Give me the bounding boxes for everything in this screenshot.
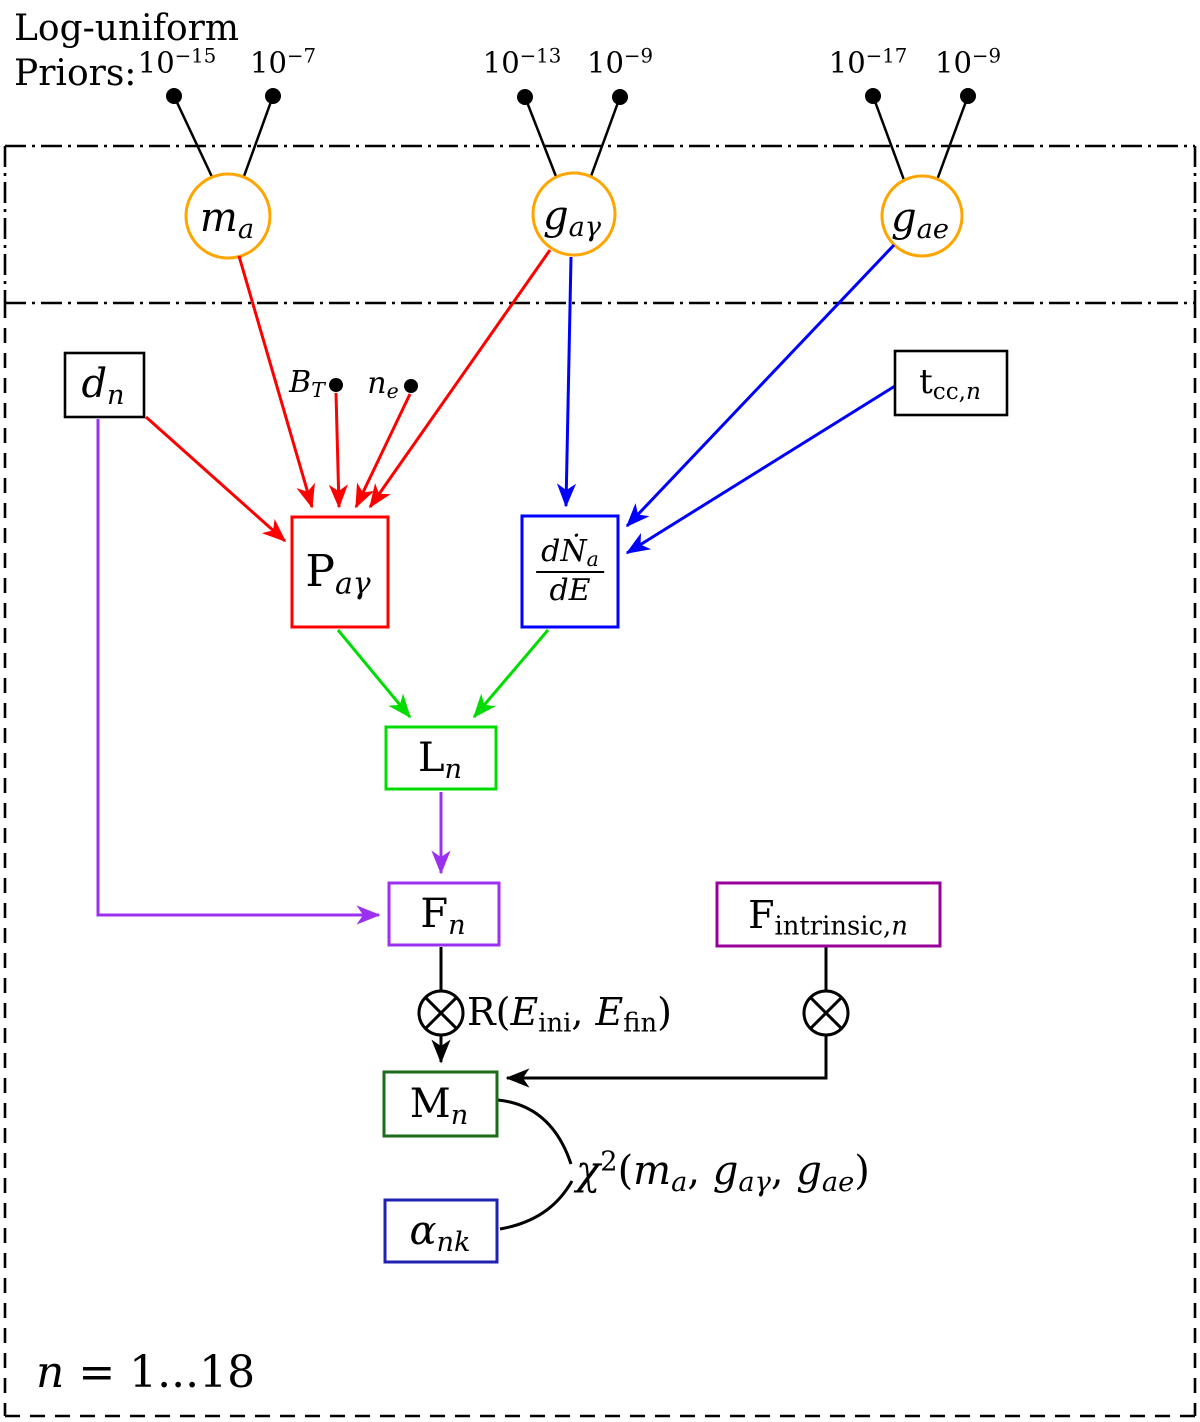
prior-value-ma-high: 10−7 bbox=[250, 44, 316, 80]
arrow-gagamma-to-pagamma bbox=[368, 249, 552, 509]
pagamma-box bbox=[290, 515, 390, 629]
arrow-dn-to-pagamma bbox=[145, 415, 287, 543]
node-label-spectrum: dṄa dE bbox=[536, 536, 604, 606]
prior-line-ma-high bbox=[241, 95, 275, 180]
curve-alphank-to-chi bbox=[499, 1180, 574, 1231]
prior-dot bbox=[960, 88, 976, 104]
prior-dot bbox=[265, 88, 281, 104]
fn-box bbox=[387, 881, 501, 947]
node-label-ln: Ln bbox=[417, 735, 463, 785]
arrow-ma-to-pagamma bbox=[237, 255, 315, 509]
node-label-fn: Fn bbox=[420, 891, 466, 941]
prior-line-ma-low bbox=[172, 95, 215, 180]
priors-title: Log-uniform Priors: bbox=[14, 6, 239, 96]
prior-dot bbox=[517, 89, 533, 105]
alphank-box bbox=[383, 1198, 499, 1264]
prior-value-gae-low: 10−17 bbox=[828, 44, 908, 80]
prior-value-gae-high: 10−9 bbox=[935, 44, 1001, 80]
prior-dot bbox=[612, 89, 628, 105]
gagamma-circle bbox=[531, 171, 617, 257]
arrow-gagamma-to-spectrum bbox=[556, 256, 577, 508]
otimes-response-icon bbox=[417, 989, 465, 1037]
node-label-dn: dn bbox=[81, 361, 125, 411]
dn-box bbox=[63, 351, 146, 419]
prior-dot bbox=[865, 88, 881, 104]
label-index-range: n = 1...18 bbox=[36, 1347, 256, 1398]
arrow-otimes-to-mn-right bbox=[505, 1035, 828, 1088]
fintrinsic-box bbox=[715, 881, 942, 948]
arrow-ne-to-pagamma bbox=[354, 393, 412, 509]
label-ne: ne bbox=[367, 366, 399, 404]
arrow-bt-to-pagamma bbox=[328, 392, 349, 509]
mn-box bbox=[382, 1070, 499, 1138]
tccn-box bbox=[893, 349, 1009, 417]
prior-dot bbox=[166, 88, 182, 104]
arrow-dn-to-fn bbox=[96, 419, 381, 925]
label-response: R(Eini, Efin) bbox=[467, 990, 672, 1039]
node-label-mn: Mn bbox=[409, 1081, 469, 1131]
label-chi-squared: χ2(ma, gaγ, gae) bbox=[576, 1146, 870, 1198]
otimes-intrinsic-icon bbox=[802, 989, 850, 1037]
prior-value-ma-low: 10−15 bbox=[137, 44, 217, 80]
bt-dot bbox=[329, 378, 343, 392]
node-label-ma: ma bbox=[199, 195, 255, 245]
node-label-alphank: αnk bbox=[409, 1208, 471, 1258]
gae-circle bbox=[880, 174, 964, 258]
prior-line-gae-low bbox=[871, 95, 906, 181]
priors-title-line1: Log-uniform bbox=[14, 8, 240, 49]
node-label-tccn: tcc,n bbox=[919, 362, 981, 405]
prior-value-gagamma-high: 10−9 bbox=[587, 44, 653, 80]
prior-line-gae-high bbox=[935, 95, 970, 181]
ma-circle bbox=[184, 172, 272, 260]
arrow-pagamma-to-ln bbox=[336, 629, 412, 719]
node-label-gae: gae bbox=[891, 195, 949, 245]
prior-value-gagamma-low: 10−13 bbox=[482, 44, 562, 80]
ln-box bbox=[384, 725, 498, 791]
curve-mn-to-chi bbox=[497, 1098, 573, 1165]
label-bt: BT bbox=[289, 365, 325, 403]
prior-line-gagamma-high bbox=[588, 96, 622, 180]
node-label-fintrinsic: Fintrinsic,n bbox=[748, 893, 908, 942]
priors-title-line2: Priors: bbox=[14, 53, 137, 94]
arrow-spectrum-to-ln bbox=[472, 629, 550, 719]
prior-line-gagamma-low bbox=[523, 96, 559, 180]
arrow-tccn-to-spectrum bbox=[625, 384, 896, 555]
node-label-pagamma: Paγ bbox=[305, 546, 371, 602]
arrow-gae-to-spectrum bbox=[625, 243, 896, 528]
node-label-gagamma: gaγ bbox=[542, 193, 602, 243]
ne-dot bbox=[404, 379, 418, 393]
